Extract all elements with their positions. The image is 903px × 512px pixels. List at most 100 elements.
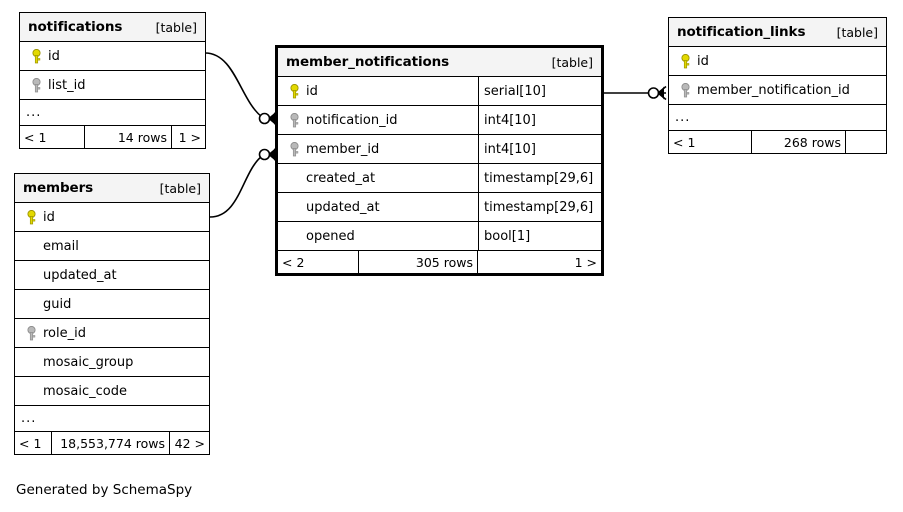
column-type: timestamp[29,6] [478, 164, 601, 192]
column-label: member_notification_id [697, 82, 850, 98]
footer-next-children[interactable]: 42 > [169, 432, 209, 454]
generated-by-caption: Generated by SchemaSpy [16, 482, 193, 498]
column-name-cell: id [278, 77, 478, 105]
column-label: id [697, 53, 709, 69]
column-label: created_at [306, 170, 376, 186]
column-name-cell: role_id [15, 319, 209, 347]
column-label: mosaic_group [43, 354, 134, 370]
table-member-notifications[interactable]: member_notifications [table] id serial[1… [275, 45, 604, 276]
more-columns-indicator: ... [20, 100, 205, 126]
column-row[interactable]: created_at timestamp[29,6] [278, 164, 601, 193]
table-footer: < 1 14 rows 1 > [20, 126, 205, 148]
footer-prev-parents[interactable]: < 2 [282, 254, 305, 270]
column-row[interactable]: mosaic_code [15, 377, 209, 406]
column-name-cell: opened [278, 222, 478, 250]
column-name-cell: mosaic_group [15, 348, 209, 376]
table-footer: < 2 305 rows 1 > [278, 251, 601, 273]
cardinality-many-crowsfoot [657, 85, 667, 101]
table-header: notification_links [table] [669, 18, 886, 47]
column-name-cell: list_id [20, 71, 205, 99]
table-type-tag: [table] [159, 180, 201, 196]
column-name-cell: notification_id [278, 106, 478, 134]
foreign-key-icon [675, 82, 695, 98]
column-type: bool[1] [478, 222, 601, 250]
table-title: members [23, 180, 94, 196]
column-row[interactable]: id serial[10] [278, 77, 601, 106]
column-name-cell: member_id [278, 135, 478, 163]
column-row[interactable]: id [15, 203, 209, 232]
foreign-key-icon [284, 112, 304, 128]
column-name-cell: id [20, 42, 205, 70]
table-title: notifications [28, 19, 123, 35]
foreign-key-icon [21, 325, 41, 341]
column-row[interactable]: email [15, 232, 209, 261]
footer-prev-parents[interactable]: < 1 [24, 129, 47, 145]
footer-next-children[interactable]: 1 > [171, 126, 205, 148]
cardinality-zero-circle [647, 87, 660, 99]
table-footer: < 1 268 rows [669, 131, 886, 153]
column-name-cell: updated_at [15, 261, 209, 289]
column-label: updated_at [306, 199, 380, 215]
table-type-tag: [table] [836, 24, 878, 40]
column-row[interactable]: member_id int4[10] [278, 135, 601, 164]
more-columns-indicator: ... [15, 406, 209, 432]
column-type: serial[10] [478, 77, 601, 105]
column-label: notification_id [306, 112, 398, 128]
table-title: member_notifications [286, 54, 450, 70]
column-label: role_id [43, 325, 86, 341]
column-name-cell: updated_at [278, 193, 478, 221]
column-type: int4[10] [478, 106, 601, 134]
column-name-cell: guid [15, 290, 209, 318]
column-row[interactable]: id [669, 47, 886, 76]
table-header: members [table] [15, 174, 209, 203]
footer-row-count: 14 rows [84, 126, 171, 148]
column-row[interactable]: notification_id int4[10] [278, 106, 601, 135]
column-label: opened [306, 228, 355, 244]
column-name-cell: email [15, 232, 209, 260]
column-label: id [43, 209, 55, 225]
footer-next-children[interactable]: 1 > [477, 251, 601, 273]
more-columns-indicator: ... [669, 105, 886, 131]
table-header: member_notifications [table] [278, 48, 601, 77]
column-row[interactable]: id [20, 42, 205, 71]
column-row[interactable]: guid [15, 290, 209, 319]
column-label: id [306, 83, 318, 99]
footer-prev-parents[interactable]: < 1 [19, 435, 42, 451]
column-label: member_id [306, 141, 380, 157]
column-row[interactable]: updated_at timestamp[29,6] [278, 193, 601, 222]
relationship-notifications-to-member-notifications [204, 52, 278, 126]
column-row[interactable]: member_notification_id [669, 76, 886, 105]
footer-prev-parents[interactable]: < 1 [673, 134, 696, 150]
column-type: timestamp[29,6] [478, 193, 601, 221]
footer-row-count: 305 rows [358, 251, 477, 273]
column-name-cell: id [669, 47, 886, 75]
column-name-cell: mosaic_code [15, 377, 209, 405]
column-row[interactable]: role_id [15, 319, 209, 348]
column-label: id [48, 48, 60, 64]
column-row[interactable]: opened bool[1] [278, 222, 601, 251]
footer-row-count: 268 rows [751, 131, 845, 153]
foreign-key-icon [284, 141, 304, 157]
column-type: int4[10] [478, 135, 601, 163]
table-notification-links[interactable]: notification_links [table] id [668, 17, 887, 154]
column-label: email [43, 238, 79, 254]
table-members[interactable]: members [table] id email [14, 173, 210, 455]
primary-key-icon [675, 53, 695, 69]
column-row[interactable]: mosaic_group [15, 348, 209, 377]
table-type-tag: [table] [551, 54, 593, 70]
cardinality-zero-circle [258, 148, 271, 161]
footer-row-count: 18,553,774 rows [51, 432, 169, 454]
column-label: guid [43, 296, 72, 312]
column-label: list_id [48, 77, 86, 93]
table-footer: < 1 18,553,774 rows 42 > [15, 432, 209, 454]
footer-next-children[interactable] [845, 131, 886, 153]
column-name-cell: member_notification_id [669, 76, 886, 104]
primary-key-icon [26, 48, 46, 64]
primary-key-icon [21, 209, 41, 225]
table-title: notification_links [677, 24, 806, 40]
column-row[interactable]: list_id [20, 71, 205, 100]
table-header: notifications [table] [20, 13, 205, 42]
column-row[interactable]: updated_at [15, 261, 209, 290]
table-notifications[interactable]: notifications [table] id [19, 12, 206, 149]
